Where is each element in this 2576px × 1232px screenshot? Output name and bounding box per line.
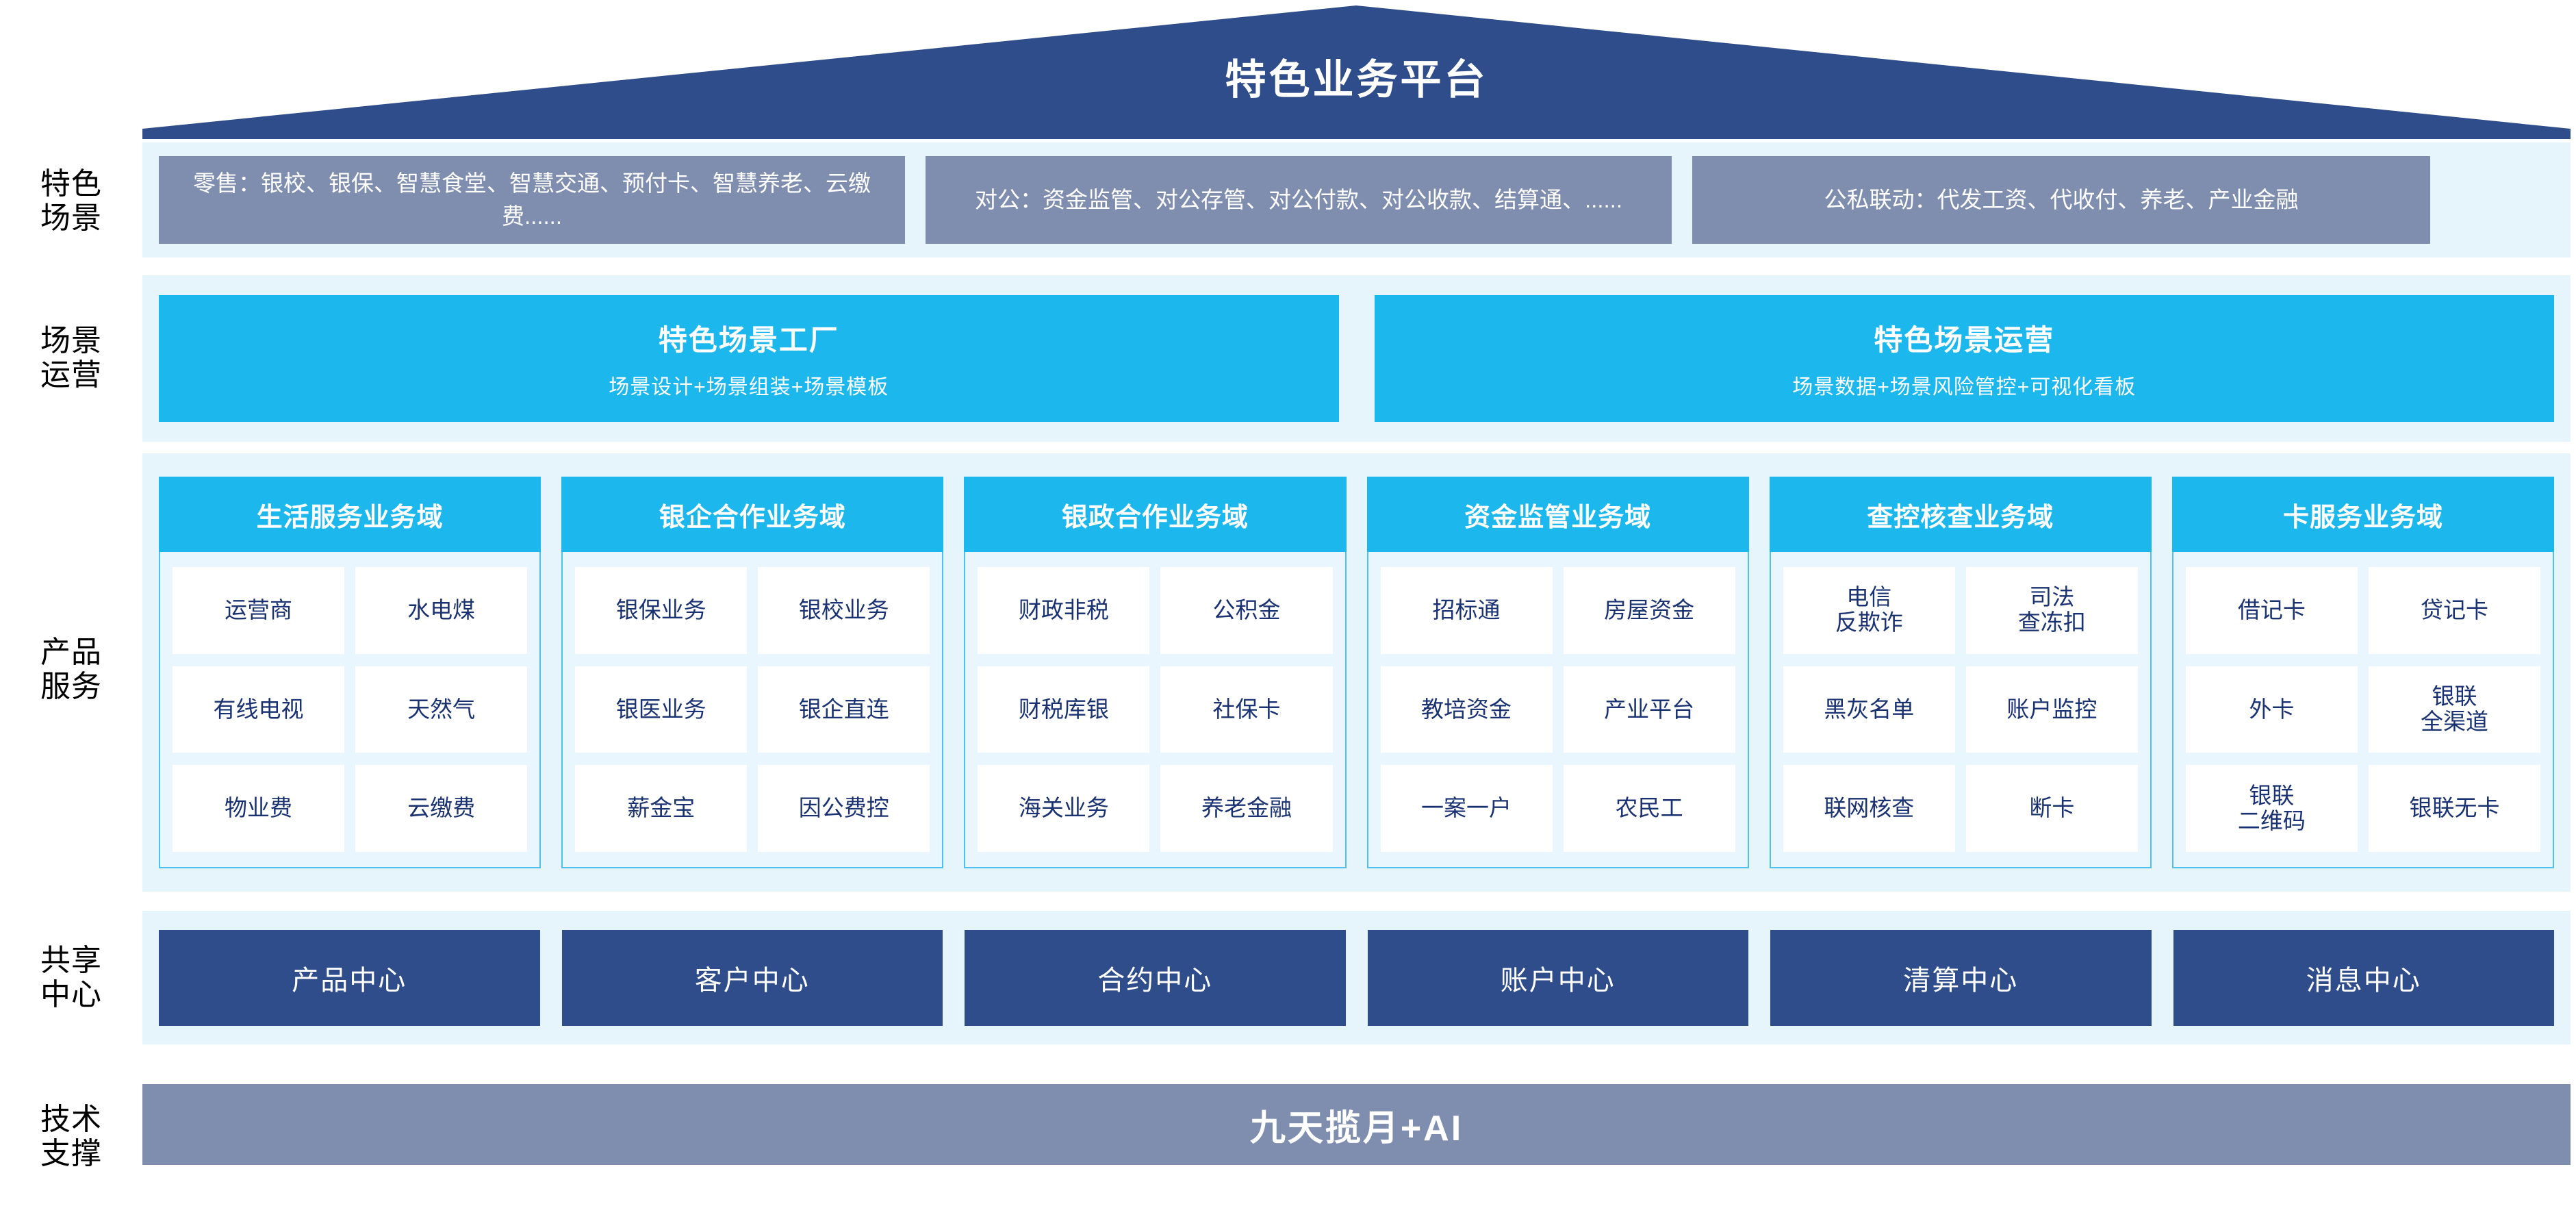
page-title: 特色业务平台 bbox=[1225, 57, 1488, 103]
row-label-operations: 场景 运营 bbox=[40, 324, 102, 392]
scenario-box-linkage[interactable]: 公私联动：代发工资、代收付、养老、产业金融 bbox=[1692, 156, 2430, 244]
domain-cell[interactable]: 招标通 bbox=[1380, 567, 1553, 654]
domain-cell[interactable]: 银保业务 bbox=[575, 567, 748, 654]
tech-support-band: 九天揽月+AI bbox=[142, 1084, 2571, 1194]
domain-cell[interactable]: 银医业务 bbox=[575, 666, 748, 753]
shared-center-settlement[interactable]: 清算中心 bbox=[1770, 929, 2152, 1026]
domain-cell-grid: 电信 反欺诈 司法 查冻扣 黑灰名单 账户监控 联网核查 断卡 bbox=[1769, 552, 2152, 868]
operations-subtitle: 场景设计+场景组装+场景模板 bbox=[609, 376, 889, 399]
domain-title: 生活服务业务域 bbox=[159, 477, 541, 552]
roof-shape-icon bbox=[142, 5, 2571, 139]
shared-center-contract[interactable]: 合约中心 bbox=[965, 929, 1346, 1026]
domain-cell[interactable]: 天然气 bbox=[355, 666, 528, 753]
domain-title: 卡服务业务域 bbox=[2171, 477, 2555, 552]
domain-cell[interactable]: 断卡 bbox=[1965, 765, 2138, 852]
domain-cell[interactable]: 有线电视 bbox=[173, 666, 345, 753]
domain-cell-grid: 财政非税 公积金 财税库银 社保卡 海关业务 养老金融 bbox=[964, 552, 1347, 868]
domain-column-bank-enterprise: 银企合作业务域 银保业务 银校业务 银医业务 银企直连 薪金宝 因公费控 bbox=[561, 477, 944, 868]
row-label-tech: 技术 支撑 bbox=[40, 1103, 102, 1171]
domain-cell[interactable]: 云缴费 bbox=[355, 765, 528, 852]
domain-cell[interactable]: 海关业务 bbox=[978, 765, 1150, 852]
domain-cell[interactable]: 联网核查 bbox=[1783, 765, 1955, 852]
domain-title: 查控核查业务域 bbox=[1769, 477, 2152, 552]
domain-cell-grid: 银保业务 银校业务 银医业务 银企直连 薪金宝 因公费控 bbox=[561, 552, 944, 868]
shared-center-customer[interactable]: 客户中心 bbox=[561, 929, 943, 1026]
domain-cell[interactable]: 薪金宝 bbox=[575, 765, 748, 852]
domain-cell-grid: 运营商 水电煤 有线电视 天然气 物业费 云缴费 bbox=[159, 552, 541, 868]
domain-cell[interactable]: 农民工 bbox=[1563, 765, 1735, 852]
scenario-box-retail[interactable]: 零售：银校、银保、智慧食堂、智慧交通、预付卡、智慧养老、云缴费...... bbox=[159, 156, 905, 244]
operations-subtitle: 场景数据+场景风险管控+可视化看板 bbox=[1792, 376, 2137, 399]
operations-title: 特色场景工厂 bbox=[658, 324, 839, 356]
domain-cell[interactable]: 外卡 bbox=[2185, 666, 2358, 753]
domain-column-card-service: 卡服务业务域 借记卡 贷记卡 外卡 银联 全渠道 银联 二维码 银联无卡 bbox=[2171, 477, 2555, 868]
domain-cell[interactable]: 因公费控 bbox=[758, 765, 930, 852]
products-band: 生活服务业务域 运营商 水电煤 有线电视 天然气 物业费 云缴费 银企合作业务域… bbox=[142, 453, 2571, 892]
domain-column-bank-government: 银政合作业务域 财政非税 公积金 财税库银 社保卡 海关业务 养老金融 bbox=[964, 477, 1347, 868]
domain-cell[interactable]: 一案一户 bbox=[1380, 765, 1553, 852]
operations-title: 特色场景运营 bbox=[1874, 324, 2055, 356]
domain-cell[interactable]: 银联 二维码 bbox=[2185, 765, 2358, 852]
domain-cell[interactable]: 银校业务 bbox=[758, 567, 930, 654]
domain-cell[interactable]: 借记卡 bbox=[2185, 567, 2358, 654]
domain-cell[interactable]: 运营商 bbox=[173, 567, 345, 654]
domain-cell[interactable]: 银企直连 bbox=[758, 666, 930, 753]
domain-cell[interactable]: 教培资金 bbox=[1380, 666, 1553, 753]
domain-title: 银政合作业务域 bbox=[964, 477, 1347, 552]
domain-cell[interactable]: 电信 反欺诈 bbox=[1783, 567, 1955, 654]
domain-cell[interactable]: 养老金融 bbox=[1160, 765, 1333, 852]
domain-column-investigation-control: 查控核查业务域 电信 反欺诈 司法 查冻扣 黑灰名单 账户监控 联网核查 断卡 bbox=[1769, 477, 2152, 868]
scenario-band: 零售：银校、银保、智慧食堂、智慧交通、预付卡、智慧养老、云缴费...... 对公… bbox=[142, 142, 2571, 257]
domain-cell[interactable]: 银联 全渠道 bbox=[2368, 666, 2541, 753]
row-label-shared: 共享 中心 bbox=[40, 944, 102, 1012]
shared-center-band: 产品中心 客户中心 合约中心 账户中心 清算中心 消息中心 bbox=[142, 911, 2571, 1044]
domain-title: 资金监管业务域 bbox=[1366, 477, 1749, 552]
domain-cell[interactable]: 贷记卡 bbox=[2368, 567, 2541, 654]
domain-column-life-service: 生活服务业务域 运营商 水电煤 有线电视 天然气 物业费 云缴费 bbox=[159, 477, 541, 868]
domain-cell[interactable]: 财政非税 bbox=[978, 567, 1150, 654]
domain-cell[interactable]: 司法 查冻扣 bbox=[1965, 567, 2138, 654]
domain-cell[interactable]: 银联无卡 bbox=[2368, 765, 2541, 852]
operations-box-scene-operation[interactable]: 特色场景运营 场景数据+场景风险管控+可视化看板 bbox=[1374, 295, 2554, 422]
shared-center-account[interactable]: 账户中心 bbox=[1367, 929, 1748, 1026]
domain-cell[interactable]: 社保卡 bbox=[1160, 666, 1333, 753]
domain-cell[interactable]: 账户监控 bbox=[1965, 666, 2138, 753]
operations-band: 特色场景工厂 场景设计+场景组装+场景模板 特色场景运营 场景数据+场景风险管控… bbox=[142, 275, 2571, 442]
platform-roof: 特色业务平台 bbox=[142, 5, 2571, 139]
row-label-products: 产品 服务 bbox=[40, 636, 102, 704]
domain-cell[interactable]: 公积金 bbox=[1160, 567, 1333, 654]
domain-title: 银企合作业务域 bbox=[561, 477, 944, 552]
shared-center-message[interactable]: 消息中心 bbox=[2173, 929, 2554, 1026]
shared-center-product[interactable]: 产品中心 bbox=[159, 929, 540, 1026]
row-label-scenario: 特色 场景 bbox=[40, 167, 102, 236]
domain-cell[interactable]: 财税库银 bbox=[978, 666, 1150, 753]
domain-cell[interactable]: 黑灰名单 bbox=[1783, 666, 1955, 753]
tech-support-bar[interactable]: 九天揽月+AI bbox=[142, 1084, 2571, 1165]
domain-column-fund-supervision: 资金监管业务域 招标通 房屋资金 教培资金 产业平台 一案一户 农民工 bbox=[1366, 477, 1749, 868]
domain-cell[interactable]: 物业费 bbox=[173, 765, 345, 852]
domain-cell-grid: 借记卡 贷记卡 外卡 银联 全渠道 银联 二维码 银联无卡 bbox=[2171, 552, 2555, 868]
domain-cell[interactable]: 房屋资金 bbox=[1563, 567, 1735, 654]
domain-cell[interactable]: 水电煤 bbox=[355, 567, 528, 654]
operations-box-scene-factory[interactable]: 特色场景工厂 场景设计+场景组装+场景模板 bbox=[159, 295, 1339, 422]
domain-cell[interactable]: 产业平台 bbox=[1563, 666, 1735, 753]
scenario-box-corporate[interactable]: 对公：资金监管、对公存管、对公付款、对公收款、结算通、...... bbox=[926, 156, 1672, 244]
domain-cell-grid: 招标通 房屋资金 教培资金 产业平台 一案一户 农民工 bbox=[1366, 552, 1749, 868]
